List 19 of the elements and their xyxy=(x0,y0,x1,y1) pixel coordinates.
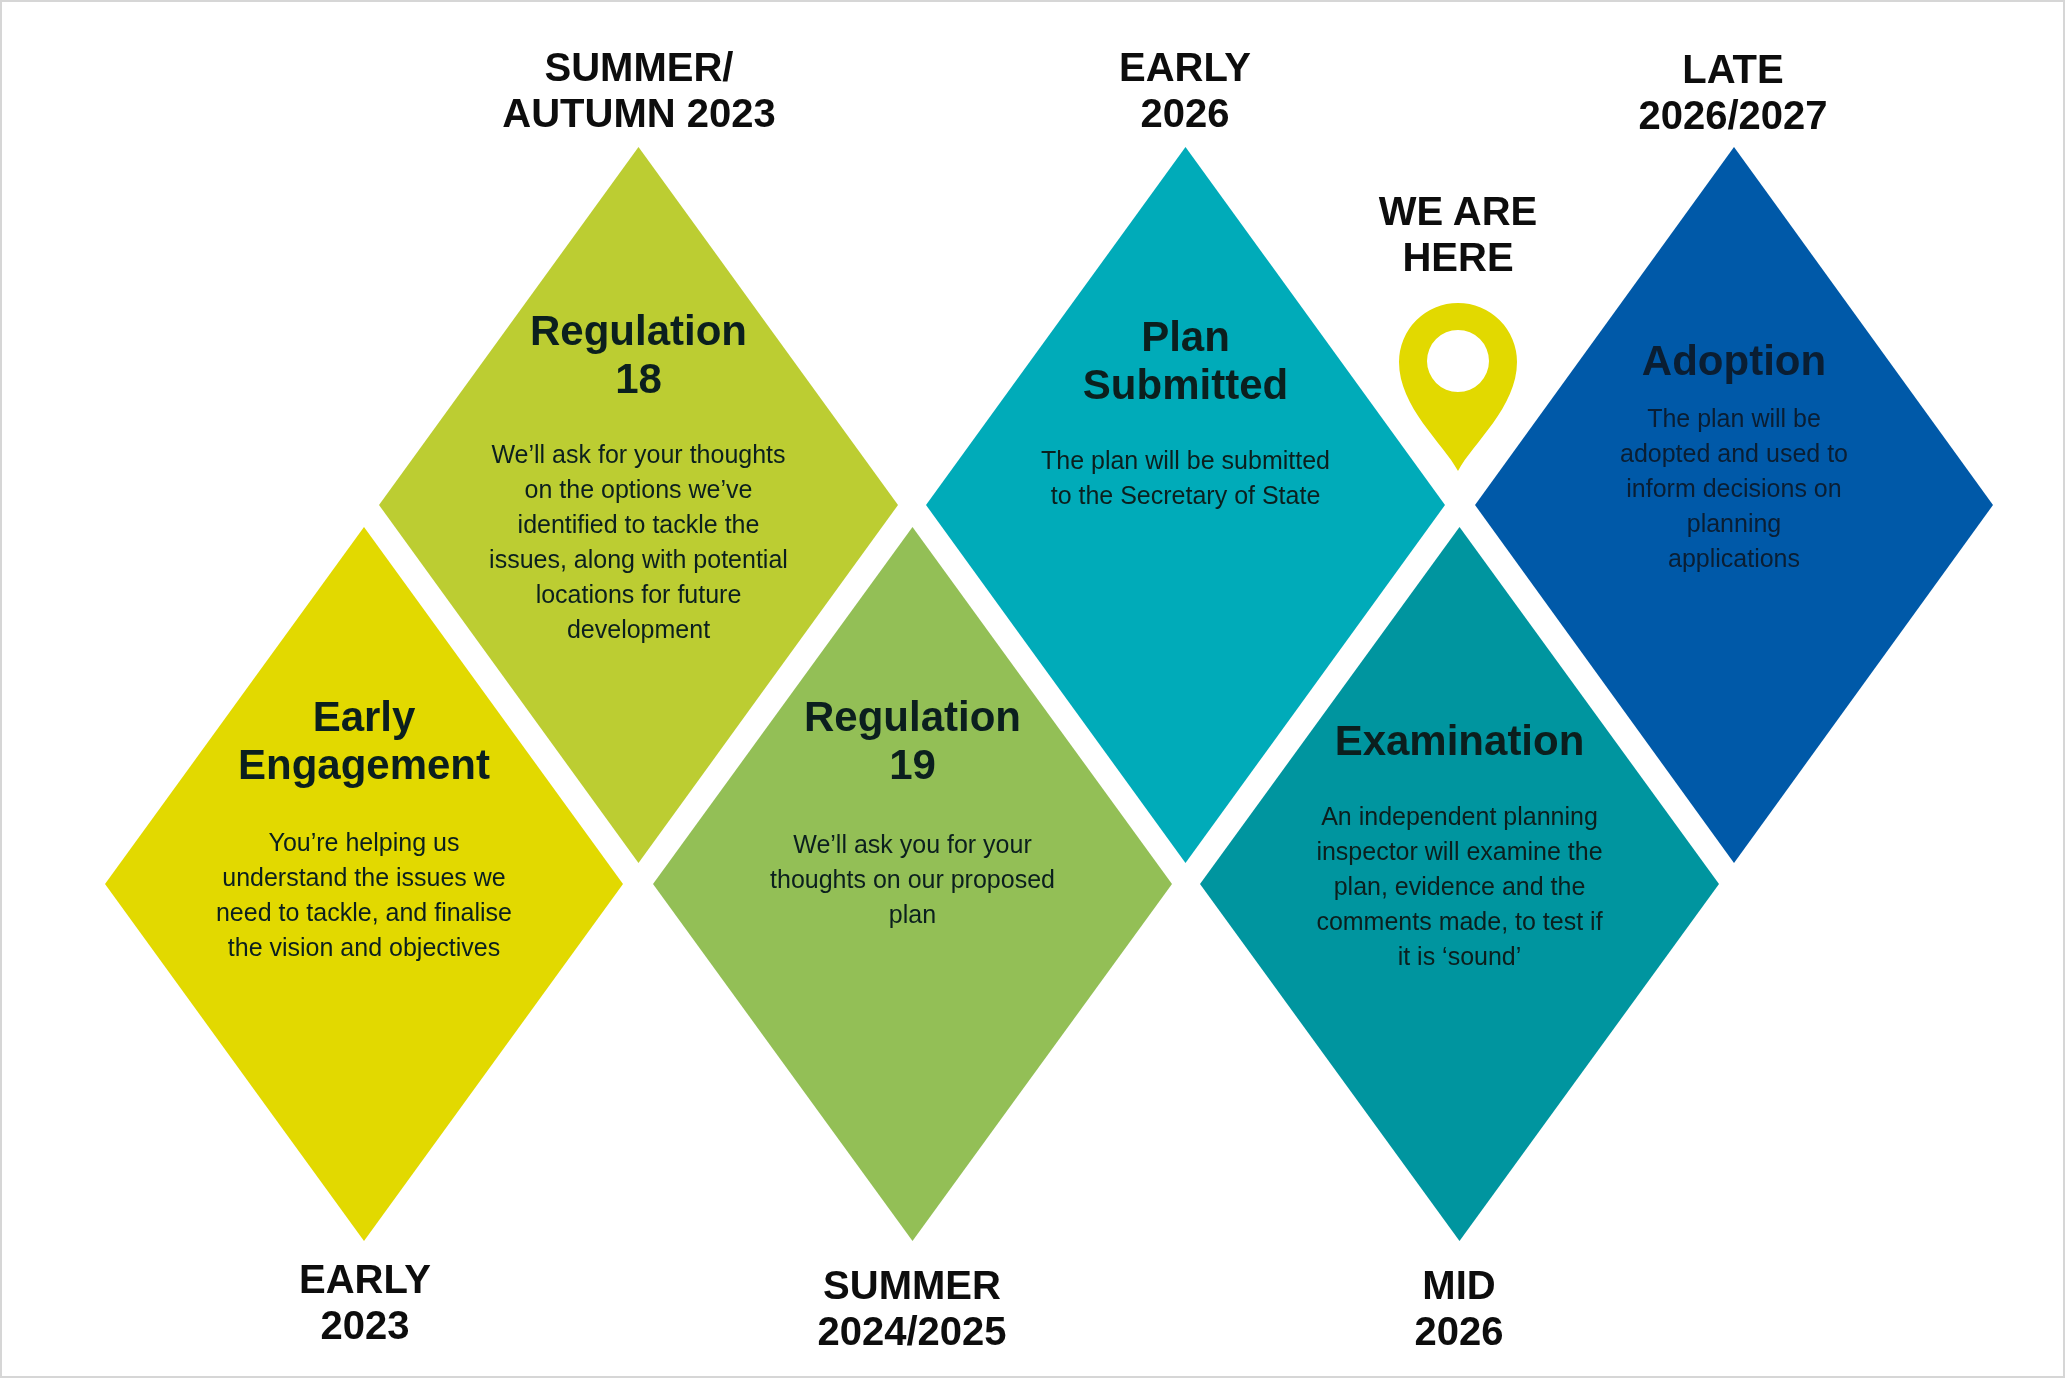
stage-description: You’re helping us understand the issues we need to tackle, and finalise the vision and objectives xyxy=(214,827,513,963)
stage-title: Regulation 19 xyxy=(803,693,1022,789)
stage-title: Regulation 18 xyxy=(529,307,748,403)
stage-description: The plan will be submitted to the Secretary of State xyxy=(1040,445,1331,511)
stage-title: Adoption xyxy=(1640,337,1828,385)
stage-title: Examination xyxy=(1333,717,1586,765)
date-label: SUMMER/ AUTUMN 2023 xyxy=(501,44,777,136)
stage-description: We’ll ask you for your thoughts on our proposed plan xyxy=(769,829,1056,930)
date-label: EARLY 2023 xyxy=(298,1256,432,1348)
stage-title: Plan Submitted xyxy=(1081,313,1290,409)
stage-title: Early Engagement xyxy=(236,693,491,789)
date-label: EARLY 2026 xyxy=(1118,44,1252,136)
date-label: LATE 2026/2027 xyxy=(1637,46,1829,138)
stage-description: An independent planning inspector will examine the plan, evidence and the comments made, to test if it is ‘sound’ xyxy=(1315,801,1604,972)
stage-description: The plan will be adopted and used to inform decisions on planning applications xyxy=(1619,403,1849,574)
date-label: MID 2026 xyxy=(1413,1262,1505,1354)
stage-description: We’ll ask for your thoughts on the options we’ve identified to tackle the issues, along with potential locations for future development xyxy=(488,439,789,645)
status-label: WE ARE HERE xyxy=(1377,188,1539,280)
date-label: SUMMER 2024/2025 xyxy=(816,1262,1008,1354)
